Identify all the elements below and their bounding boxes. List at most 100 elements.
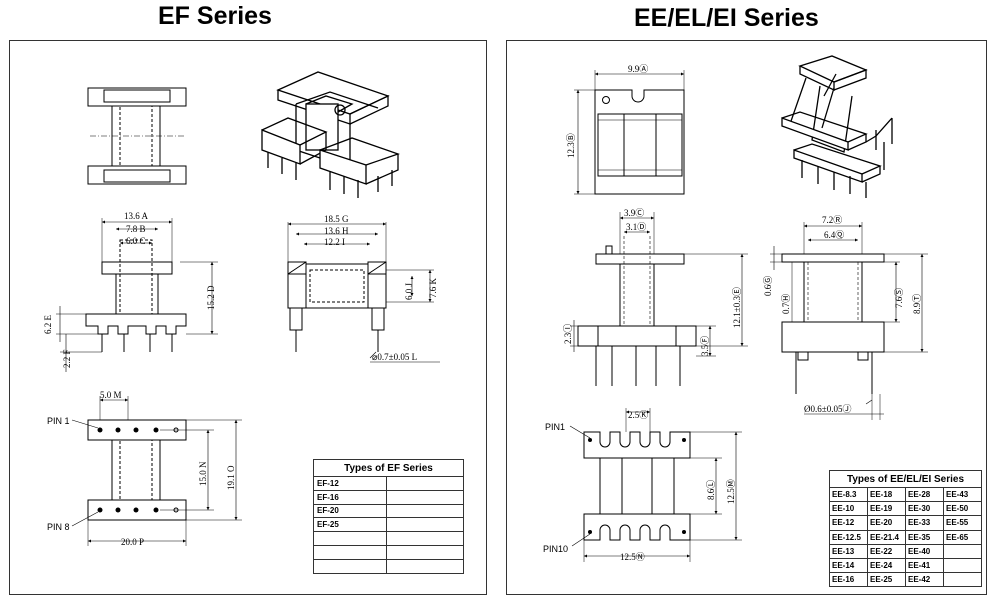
ef-type-cell [313,558,387,574]
ef-pin1-label: PIN 1 [47,416,70,426]
ee-dim-l: 8.6Ⓛ [706,480,716,500]
ee-type-cell: EE-19 [867,501,906,517]
ef-dim-p: 20.0 P [121,537,144,547]
ee-isometric-view [781,55,893,198]
ee-type-cell [943,572,982,588]
ef-dim-c: 6.0 C [126,236,146,246]
ef-front-view [56,218,218,372]
ee-type-cell: EE-18 [867,486,906,503]
table-row: EF-25 [313,517,464,533]
ee-dim-j: Ø0.6±0.05Ⓙ [804,404,851,414]
ef-drawing-panel [9,40,487,595]
ee-type-cell: EE-10 [829,501,868,517]
ee-type-cell: EE-41 [905,557,944,574]
ef-dim-i: 12.2 I [324,237,345,247]
ef-dim-j: 6.0 J [404,283,414,301]
ef-type-cell: EF-16 [313,489,387,505]
ee-type-cell [943,543,982,559]
ee-drawing-panel [506,40,987,595]
ef-dim-f: 2.2 F [62,349,72,368]
ee-bottom-view [569,408,742,562]
ee-type-cell: EE-35 [905,529,944,545]
ee-dim-r: 7.2Ⓡ [822,215,842,225]
ee-type-cell: EE-20 [867,515,906,531]
ee-front-view [570,212,748,386]
ee-top-view [574,70,685,195]
ee-dim-n: 12.5Ⓝ [620,552,645,562]
ef-type-cell: EF-25 [313,517,387,533]
ee-type-cell: EE-21.4 [867,529,906,545]
ef-top-view [87,87,187,185]
ef-type-cell: EF-12 [313,476,387,491]
ee-type-cell: EE-25 [867,572,906,588]
ef-type-cell [313,531,387,546]
ef-dim-k: 7.6 K [428,278,438,299]
ef-series-title: EF Series [158,2,272,30]
ee-dim-q: 6.4Ⓠ [824,230,844,240]
ee-type-cell: EE-16 [829,572,868,588]
ee-dim-s: 7.6Ⓢ [894,288,904,308]
ee-type-cell: EE-12 [829,515,868,531]
ee-type-cell: EE-50 [943,501,982,517]
ee-type-cell: EE-8.3 [829,486,868,503]
ef-type-cell: EF-20 [313,503,387,519]
ef-pin8-label: PIN 8 [47,522,70,532]
ee-dim-c: 3.9Ⓒ [624,208,644,218]
ee-series-title: EE/EL/EI Series [634,4,819,32]
ee-dim-g: 0.6Ⓖ [763,276,773,296]
ee-type-cell [943,557,982,574]
ef-dim-n: 15.0 N [198,461,208,486]
ef-dim-b: 7.8 B [126,224,146,234]
ef-dim-a: 13.6 A [124,211,149,221]
table-row: EF-20 [313,503,464,519]
ee-type-cell: EE-14 [829,557,868,574]
ef-type-cell [313,544,387,560]
ee-table-header: Types of EE/EL/EI Series [829,470,982,488]
table-row [313,531,464,546]
ee-dim-k: 2.5Ⓚ [628,410,648,420]
ee-type-cell: EE-22 [867,543,906,559]
ee-dim-t: 8.9Ⓣ [912,294,922,314]
ee-type-cell: EE-65 [943,529,982,545]
ef-dim-e: 6.2 E [43,315,53,335]
table-row [313,544,464,560]
ee-pin1-label: PIN1 [545,422,565,432]
ef-types-table: Types of EF Series EF-12 EF-16 EF-20 EF-… [313,459,464,574]
ee-type-cell: EE-24 [867,557,906,574]
table-row: EF-12 [313,476,464,491]
ef-side-view [287,222,440,363]
table-row [313,558,464,574]
ee-dim-h: 0.7Ⓗ [781,294,791,314]
ee-type-cell: EE-33 [905,515,944,531]
ef-dim-o: 19.1 O [226,465,236,490]
ee-type-cell: EE-13 [829,543,868,559]
ef-table-header: Types of EF Series [313,459,464,477]
ee-side-view [770,222,928,420]
ef-dim-l: ⌀0.7±0.05 L [372,352,417,362]
ee-dim-a: 9.9Ⓐ [628,64,648,74]
ee-pin10-label: PIN10 [543,544,568,554]
ee-dim-b: 12.3Ⓑ [566,133,576,158]
ee-type-cell: EE-43 [943,486,982,503]
ee-type-cell: EE-42 [905,572,944,588]
ee-dim-i: 2.3Ⓘ [563,324,573,344]
table-row: EF-16 [313,489,464,505]
ee-type-cell: EE-55 [943,515,982,531]
ef-dim-d: 15.2 D [206,285,216,310]
ee-type-cell: EE-28 [905,486,944,503]
ee-dim-m: 12.5Ⓜ [726,479,736,504]
ef-dim-h: 13.6 H [324,226,349,236]
ee-type-cell: EE-12.5 [829,529,868,545]
ee-dim-f: 3.5Ⓕ [700,336,710,356]
ef-dim-g: 18.5 G [324,214,349,224]
ef-dim-m: 5.0 M [100,390,122,400]
ee-dim-d: 3.1Ⓓ [626,222,646,232]
